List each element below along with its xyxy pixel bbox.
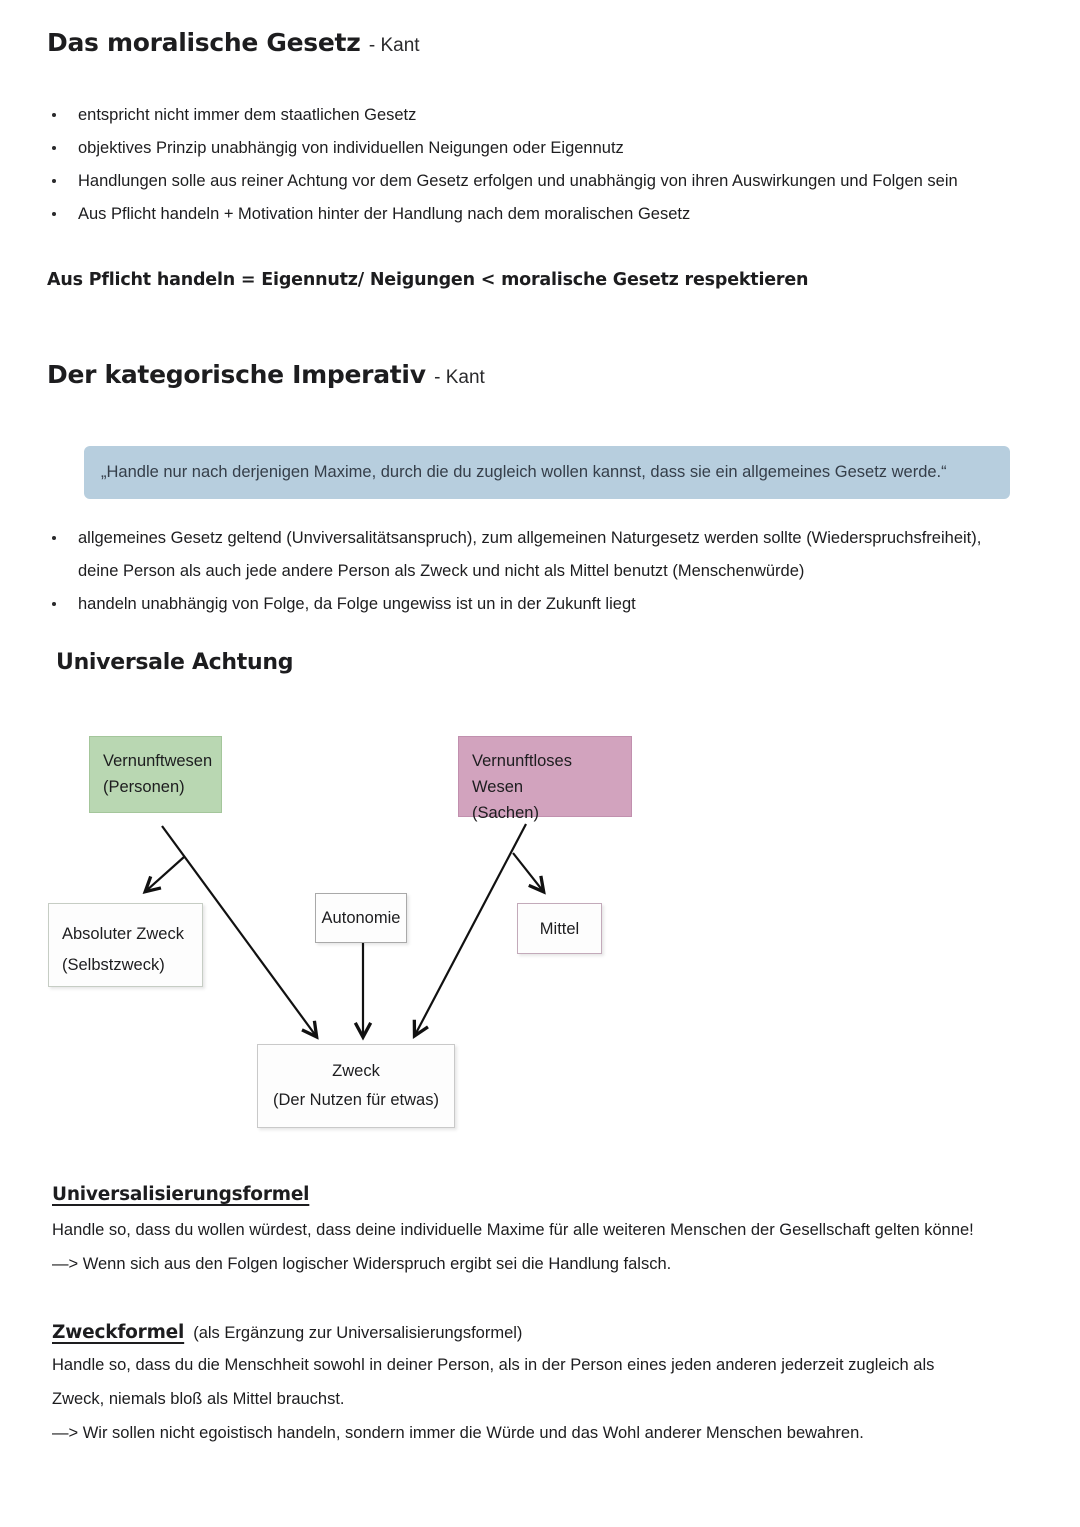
list-item: Handlungen solle aus reiner Achtung vor … [47,165,1057,198]
list-item: entspricht nicht immer dem staatlichen G… [47,99,1057,132]
bullet-text: Aus Pflicht handeln + Motivation hinter … [78,205,691,223]
zweckformel-heading: Zweckformel [52,1322,185,1343]
bullet-text: handeln unabhängig von Folge, da Folge u… [78,595,636,613]
arrow-vernunftloses-to-zweck [415,823,527,1035]
moral-law-title: Das moralische Gesetz - Kant [47,28,420,57]
achtung-title: Universale Achtung [56,650,294,675]
diagram-node-absoluter-zweck: Absoluter Zweck (Selbstzweck) [48,903,203,987]
list-item: handeln unabhängig von Folge, da Folge u… [47,588,1057,621]
duty-formula-line: Aus Pflicht handeln = Eigennutz/ Neigung… [47,270,809,290]
achtung-diagram: Vernunftwesen (Personen) Vernunftloses W… [0,715,720,1155]
zweckformel-body-line1: Handle so, dass du die Menschheit sowohl… [52,1356,935,1374]
arrow-vernunftwesen-to-absoluter-zweck [146,856,185,891]
kant-quote-text: „Handle nur nach derjenigen Maxime, durc… [101,463,947,481]
zweckformel-conclusion: —> Wir sollen nicht egoistisch handeln, … [52,1424,864,1442]
universalisierungsformel-heading: Universalisierungsformel [52,1184,310,1205]
universalisierungsformel-heading-row: Universalisierungsformel [52,1184,310,1205]
list-item: objektives Prinzip unabhängig von indivi… [47,132,1057,165]
diagram-node-vernunftwesen: Vernunftwesen (Personen) [89,736,222,813]
imperative-title-suffix: - Kant [434,367,485,388]
node-label: (Selbstzweck) [62,956,165,974]
diagram-node-vernunftloses-wesen: Vernunftloses Wesen (Sachen) [458,736,632,822]
bullet-text: allgemeines Gesetz geltend (Unviversalit… [78,522,981,588]
diagram-arrows [0,823,720,1155]
node-label: Vernunftloses Wesen [472,752,572,796]
node-label: Vernunftwesen [103,752,213,770]
universalisierungsformel-body: Handle so, dass du wollen würdest, dass … [52,1221,974,1239]
imperative-title-text: Der kategorische Imperativ [47,360,426,389]
node-label: Absoluter Zweck [62,925,184,943]
list-item: allgemeines Gesetz geltend (Unviversalit… [47,522,1057,588]
kant-quote-highlight: „Handle nur nach derjenigen Maxime, durc… [84,446,1010,499]
diagram-node-mittel: Mittel [517,903,602,954]
universalisierungsformel-conclusion: —> Wenn sich aus den Folgen logischer Wi… [52,1255,672,1273]
node-label: (Der Nutzen für etwas) [273,1091,439,1109]
zweckformel-heading-suffix: (als Ergänzung zur Universalisierungsfor… [189,1324,523,1342]
zweckformel-body-line2: Zweck, niemals bloß als Mittel brauchst. [52,1390,345,1408]
moral-law-title-text: Das moralische Gesetz [47,28,361,57]
bullet-line: deine Person als auch jede andere Person… [78,562,805,580]
moral-law-title-suffix: - Kant [368,35,420,56]
moral-law-bullet-list: entspricht nicht immer dem staatlichen G… [47,99,1057,231]
diagram-node-autonomie: Autonomie [315,893,407,943]
bullet-text: Handlungen solle aus reiner Achtung vor … [78,172,958,190]
imperative-title: Der kategorische Imperativ - Kant [47,360,485,389]
node-label: (Personen) [103,778,185,796]
zweckformel-heading-row: Zweckformel (als Ergänzung zur Universal… [52,1322,522,1343]
bullet-line: allgemeines Gesetz geltend (Unviversalit… [78,529,982,547]
arrow-vernunftloses-to-mittel [512,852,543,891]
arrow-vernunftwesen-to-zweck [161,825,316,1036]
bullet-text: entspricht nicht immer dem staatlichen G… [78,106,417,124]
node-label: Autonomie [321,909,401,927]
diagram-node-zweck: Zweck (Der Nutzen für etwas) [257,1044,455,1128]
node-label: (Sachen) [472,804,539,822]
imperative-bullet-list: allgemeines Gesetz geltend (Unviversalit… [47,522,1057,621]
bullet-text: objektives Prinzip unabhängig von indivi… [78,139,624,157]
list-item: Aus Pflicht handeln + Motivation hinter … [47,198,1057,231]
zweckformel-heading-suffix-text: (als Ergänzung zur Universalisierungsfor… [193,1324,523,1342]
node-label: Mittel [539,919,580,938]
node-label: Zweck [332,1062,380,1080]
